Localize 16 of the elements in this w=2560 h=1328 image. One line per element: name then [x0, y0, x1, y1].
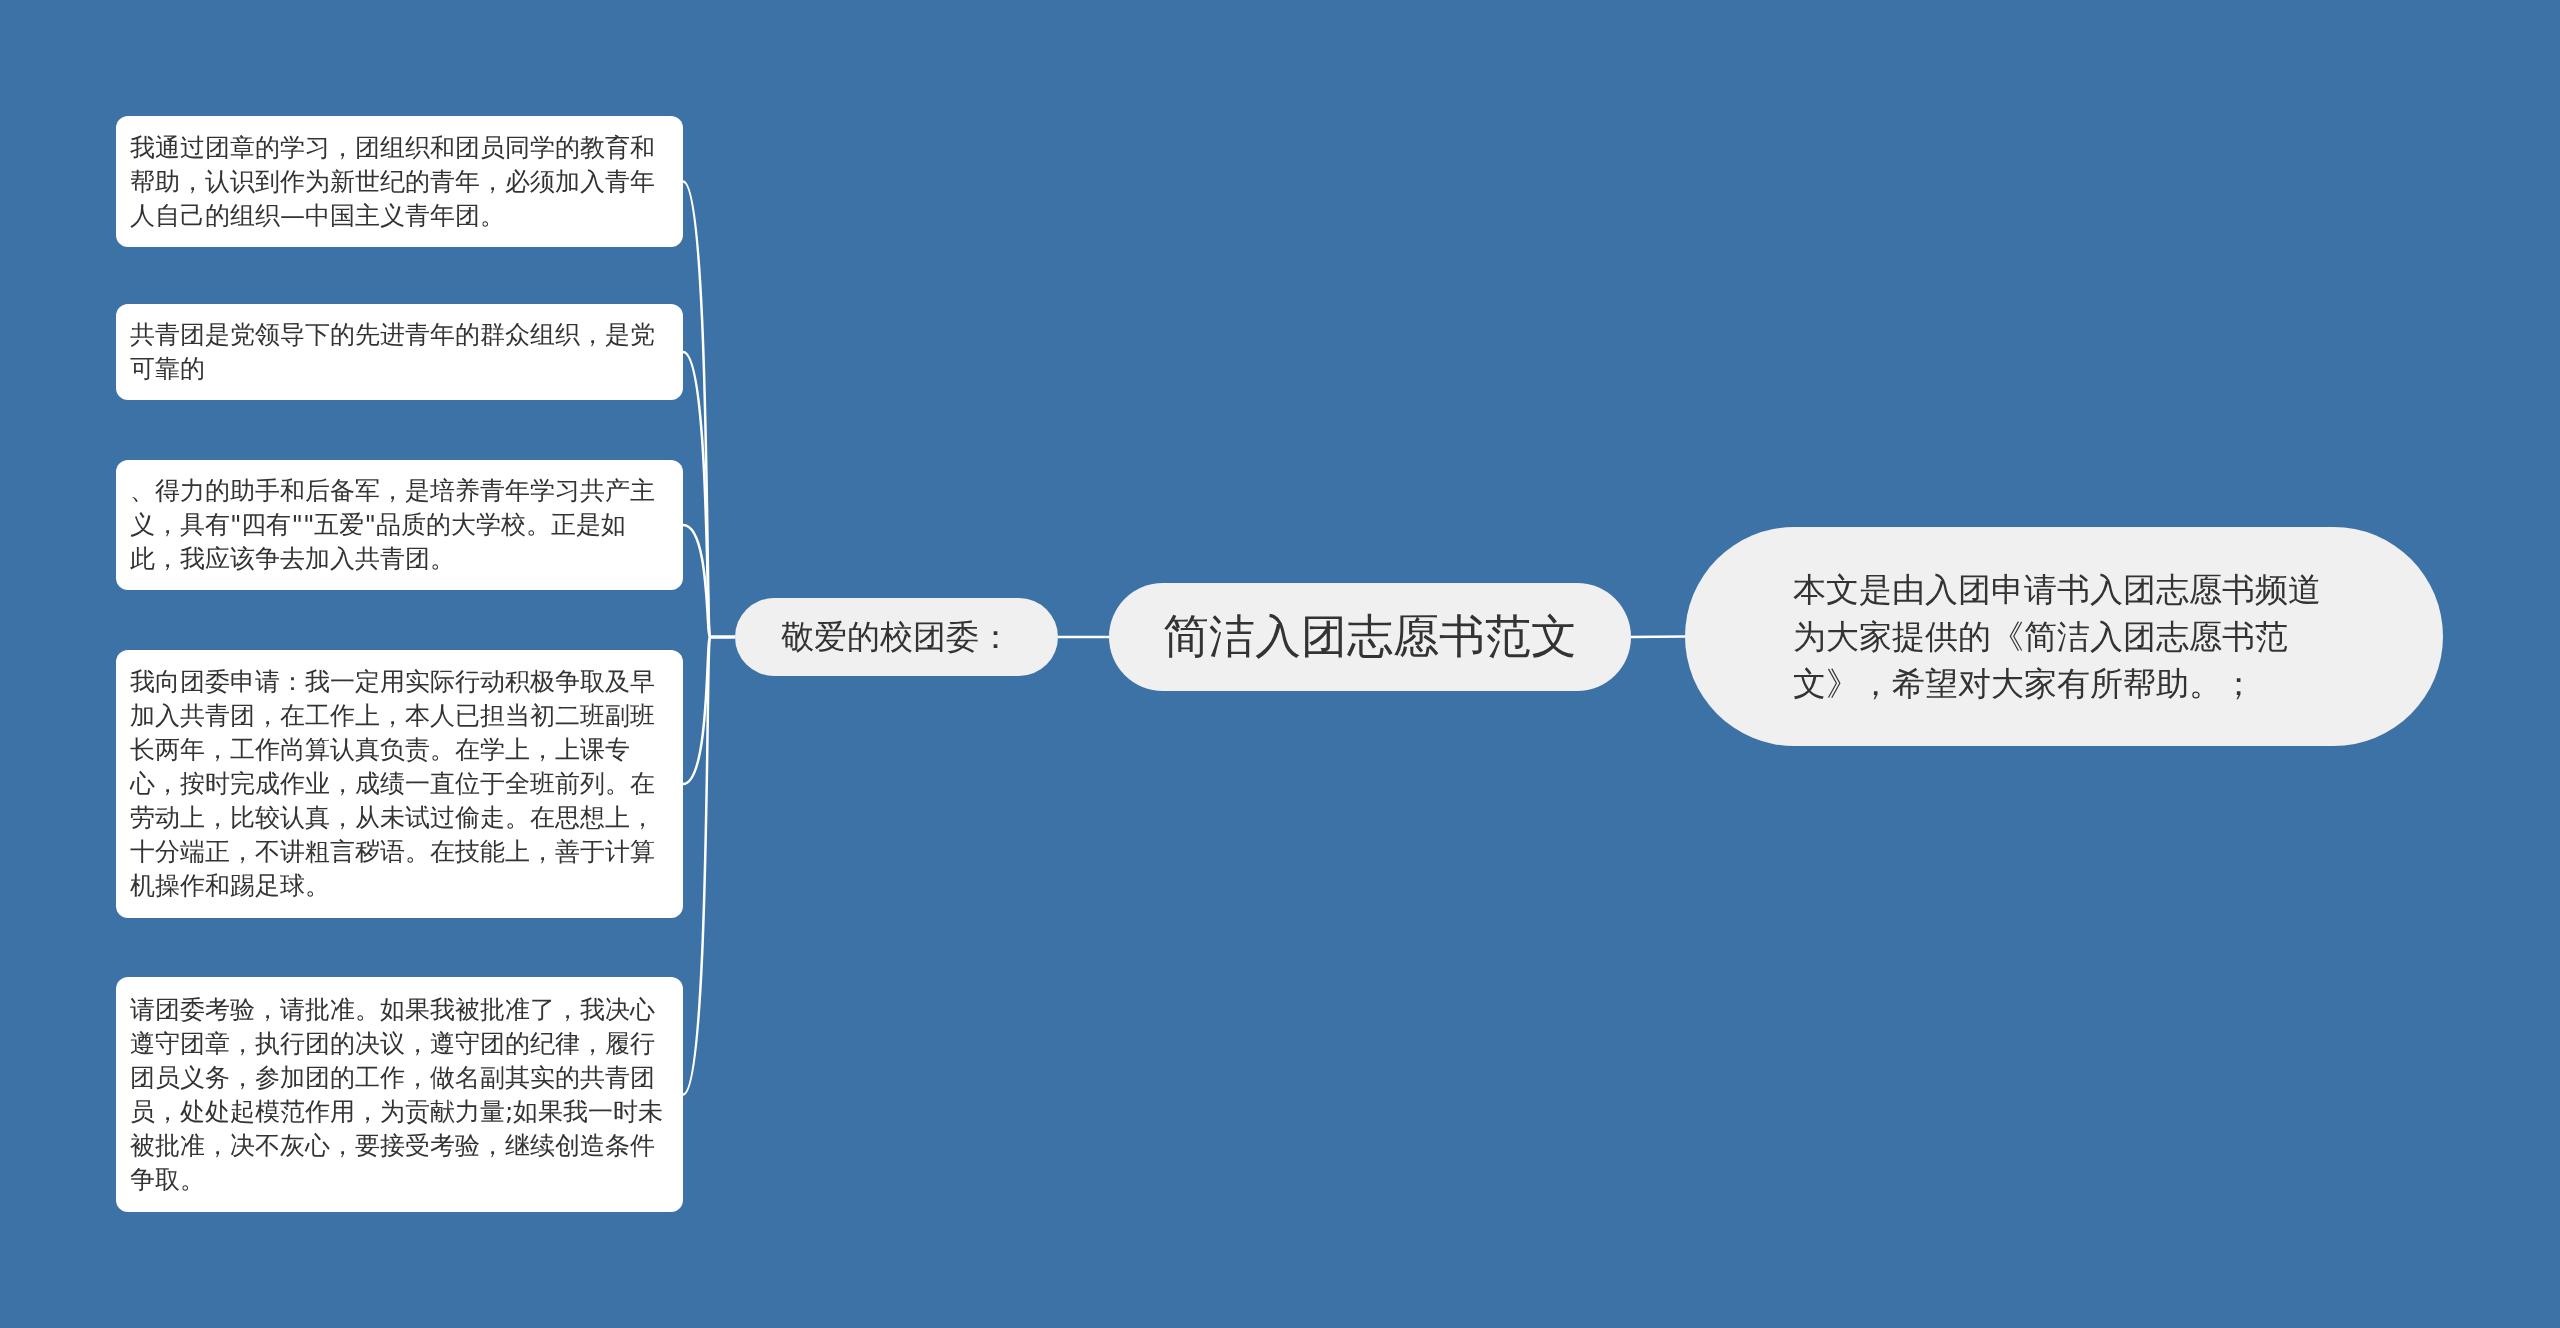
connector-line [681, 635, 735, 1096]
topic-text: 我向团委申请：我一定用实际行动积极争取及早加入共青团，在工作上，本人已担当初二班副班长两年，工作尚算认真负责。在学上，上课专心，按时完成作业，成绩一直位于全班前列。在劳动上，比较认真，从未试过偷走。在思想上，十分端正，不讲粗言秽语。在技能上，善于计算机操作和踢足球。 [130, 666, 656, 902]
leaf-card [116, 977, 683, 1212]
leaf-card [116, 460, 683, 590]
connector-line [1058, 635, 1109, 639]
topic-text: 本文是由入团申请书入团志愿书频道为大家提供的《简洁入团志愿书范文》，希望对大家有所帮助。； [1793, 569, 2322, 705]
leaf-card [116, 116, 683, 247]
topic-text: 敬爱的校团委： [781, 615, 1012, 658]
topic-text: 共青团是党领导下的先进青年的群众组织，是党可靠的 [130, 319, 656, 385]
leaf-card [116, 304, 683, 400]
leaf-card [116, 650, 683, 918]
topic-text: 我通过团章的学习，团组织和团员同学的教育和帮助，认识到作为新世纪的青年，必须加入青年人自己的组织—中国主义青年团。 [130, 131, 656, 232]
topic-text: 简洁入团志愿书范文 [1163, 608, 1577, 665]
connector-line [1631, 635, 1685, 639]
topic-text: 、得力的助手和后备军，是培养青年学习共产主义，具有"四有""五爱"品质的大学校。正是如此，我应该争去加入共青团。 [130, 475, 656, 575]
topic-text: 请团委考验，请批准。如果我被批准了，我决心遵守团章，执行团的决议，遵守团的纪律，履行团员义务，参加团的工作，做名副其实的共青团员，处处起模范作用，为贡献力量;如果我一时未被批准，决不灰心，要接受考验，继续创造条件争取。 [130, 993, 665, 1196]
